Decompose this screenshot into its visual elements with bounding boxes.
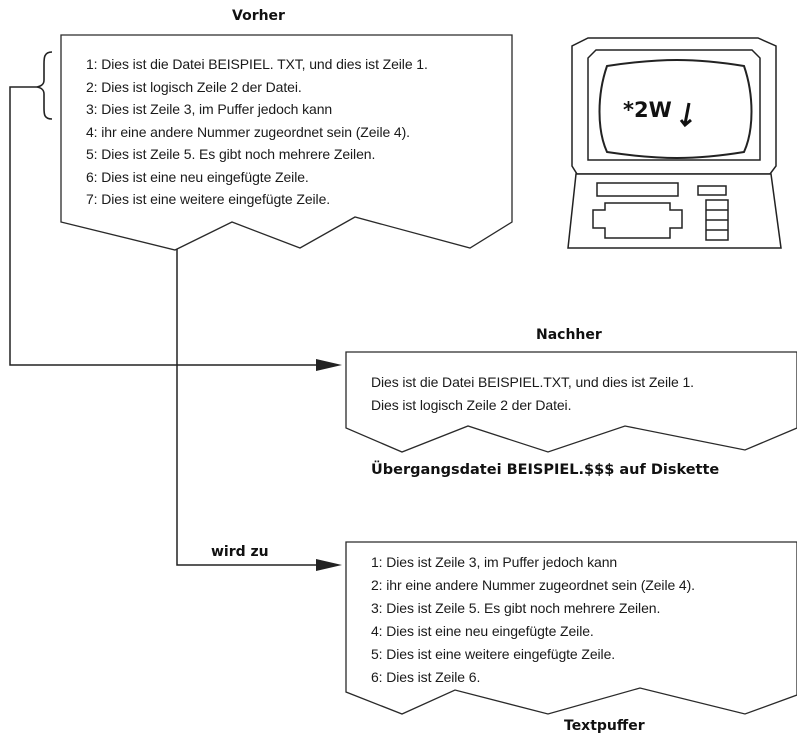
after-line: Dies ist logisch Zeile 2 der Datei. [371,397,572,413]
arrow-right-icon-buffer [316,559,342,571]
brace-icon [36,51,53,120]
before-line: 1: Dies ist die Datei BEISPIEL. TXT, und… [86,56,428,72]
buffer-line: 1: Dies ist Zeile 3, im Puffer jedoch ka… [371,554,618,570]
computer-terminal-icon [567,37,782,249]
after-line: Dies ist die Datei BEISPIEL.TXT, und die… [371,374,694,390]
arrow-right-icon [316,359,342,371]
after-heading: Nachher [536,327,602,343]
before-line: 6: Dies ist eine neu eingefügte Zeile. [86,169,309,185]
before-line: 3: Dies ist Zeile 3, im Puffer jedoch ka… [86,101,333,117]
connector-to-after [9,86,318,366]
buffer-document-shape [345,541,797,715]
buffer-line: 2: ihr eine andere Nummer zugeordnet sei… [371,577,695,593]
before-line: 5: Dies ist Zeile 5. Es gibt noch mehrer… [86,146,376,162]
before-document-shape [60,34,513,251]
before-line: 7: Dies ist eine weitere eingefügte Zeil… [86,191,331,207]
screen-command: *2W [623,98,672,122]
before-line: 2: Dies ist logisch Zeile 2 der Datei. [86,79,302,95]
before-heading: Vorher [232,8,285,24]
after-document-shape [345,351,797,453]
becomes-label: wird zu [211,544,269,560]
connector-to-buffer [176,249,318,566]
before-line: 4: ihr eine andere Nummer zugeordnet sei… [86,124,410,140]
text-buffer-caption: Textpuffer [564,718,645,734]
return-key-icon [679,102,692,128]
buffer-line: 3: Dies ist Zeile 5. Es gibt noch mehrer… [371,600,661,616]
buffer-line: 5: Dies ist eine weitere eingefügte Zeil… [371,646,616,662]
transfer-file-caption: Übergangsdatei BEISPIEL.$$$ auf Diskette [371,462,720,478]
buffer-line: 4: Dies ist eine neu eingefügte Zeile. [371,623,594,639]
buffer-line: 6: Dies ist Zeile 6. [371,669,481,685]
